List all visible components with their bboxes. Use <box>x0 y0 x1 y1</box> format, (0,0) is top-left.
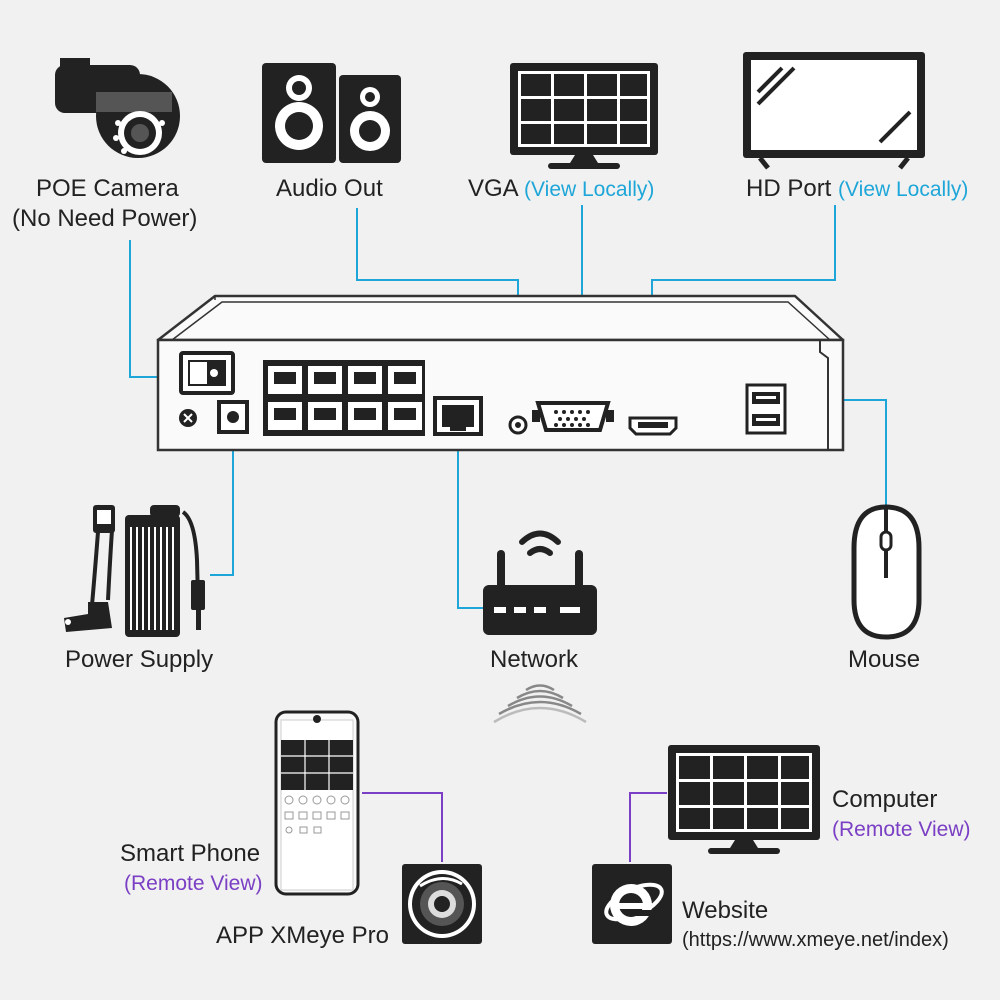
mouse-label: Mouse <box>848 646 921 673</box>
poe-camera-label: POE Camera <box>36 175 179 202</box>
remote-connection-lines <box>362 792 667 862</box>
audio-out-label: Audio Out <box>276 175 383 202</box>
smartphone-icon <box>274 710 360 896</box>
hd-port-title: HD Port <box>746 175 832 202</box>
app-xmeye-label: APP XMeye Pro <box>216 922 389 949</box>
website-label: Website <box>682 897 769 924</box>
computer-monitor-icon <box>668 745 820 854</box>
camera-lens-app-icon <box>402 864 482 944</box>
router-icon <box>483 530 597 635</box>
wireless-signal-icon <box>493 684 587 724</box>
power-supply-label: Power Supply <box>65 646 214 673</box>
vga-title: VGA <box>468 175 518 202</box>
power-adapter-icon <box>64 504 205 637</box>
tv-icon <box>743 52 925 170</box>
website-url: (https://www.xmeye.net/index) <box>682 929 949 951</box>
phone-connection-line <box>362 792 443 862</box>
monitor-icon <box>510 63 658 169</box>
hd-port-label: HD Port (View Locally) <box>746 175 968 204</box>
browser-e-icon <box>592 864 672 944</box>
poe-camera-sublabel: (No Need Power) <box>12 205 198 232</box>
network-connection-line <box>457 424 483 609</box>
computer-label: Computer <box>832 786 938 813</box>
network-label: Network <box>490 646 579 673</box>
ptz-camera-icon <box>55 58 180 158</box>
mouse-icon <box>851 504 922 640</box>
computer-connection-line <box>629 792 667 862</box>
vga-label: VGA (View Locally) <box>468 175 654 204</box>
smart-phone-remote-view: (Remote View) <box>124 872 263 895</box>
smart-phone-label: Smart Phone <box>120 840 261 867</box>
speaker-icon <box>262 63 401 163</box>
power-connection-line <box>210 432 234 576</box>
computer-remote-view: (Remote View) <box>832 818 971 841</box>
nvr-device-icon <box>156 294 845 452</box>
vga-view-locally: (View Locally) <box>524 178 655 201</box>
hd-port-view-locally: (View Locally) <box>838 178 969 201</box>
